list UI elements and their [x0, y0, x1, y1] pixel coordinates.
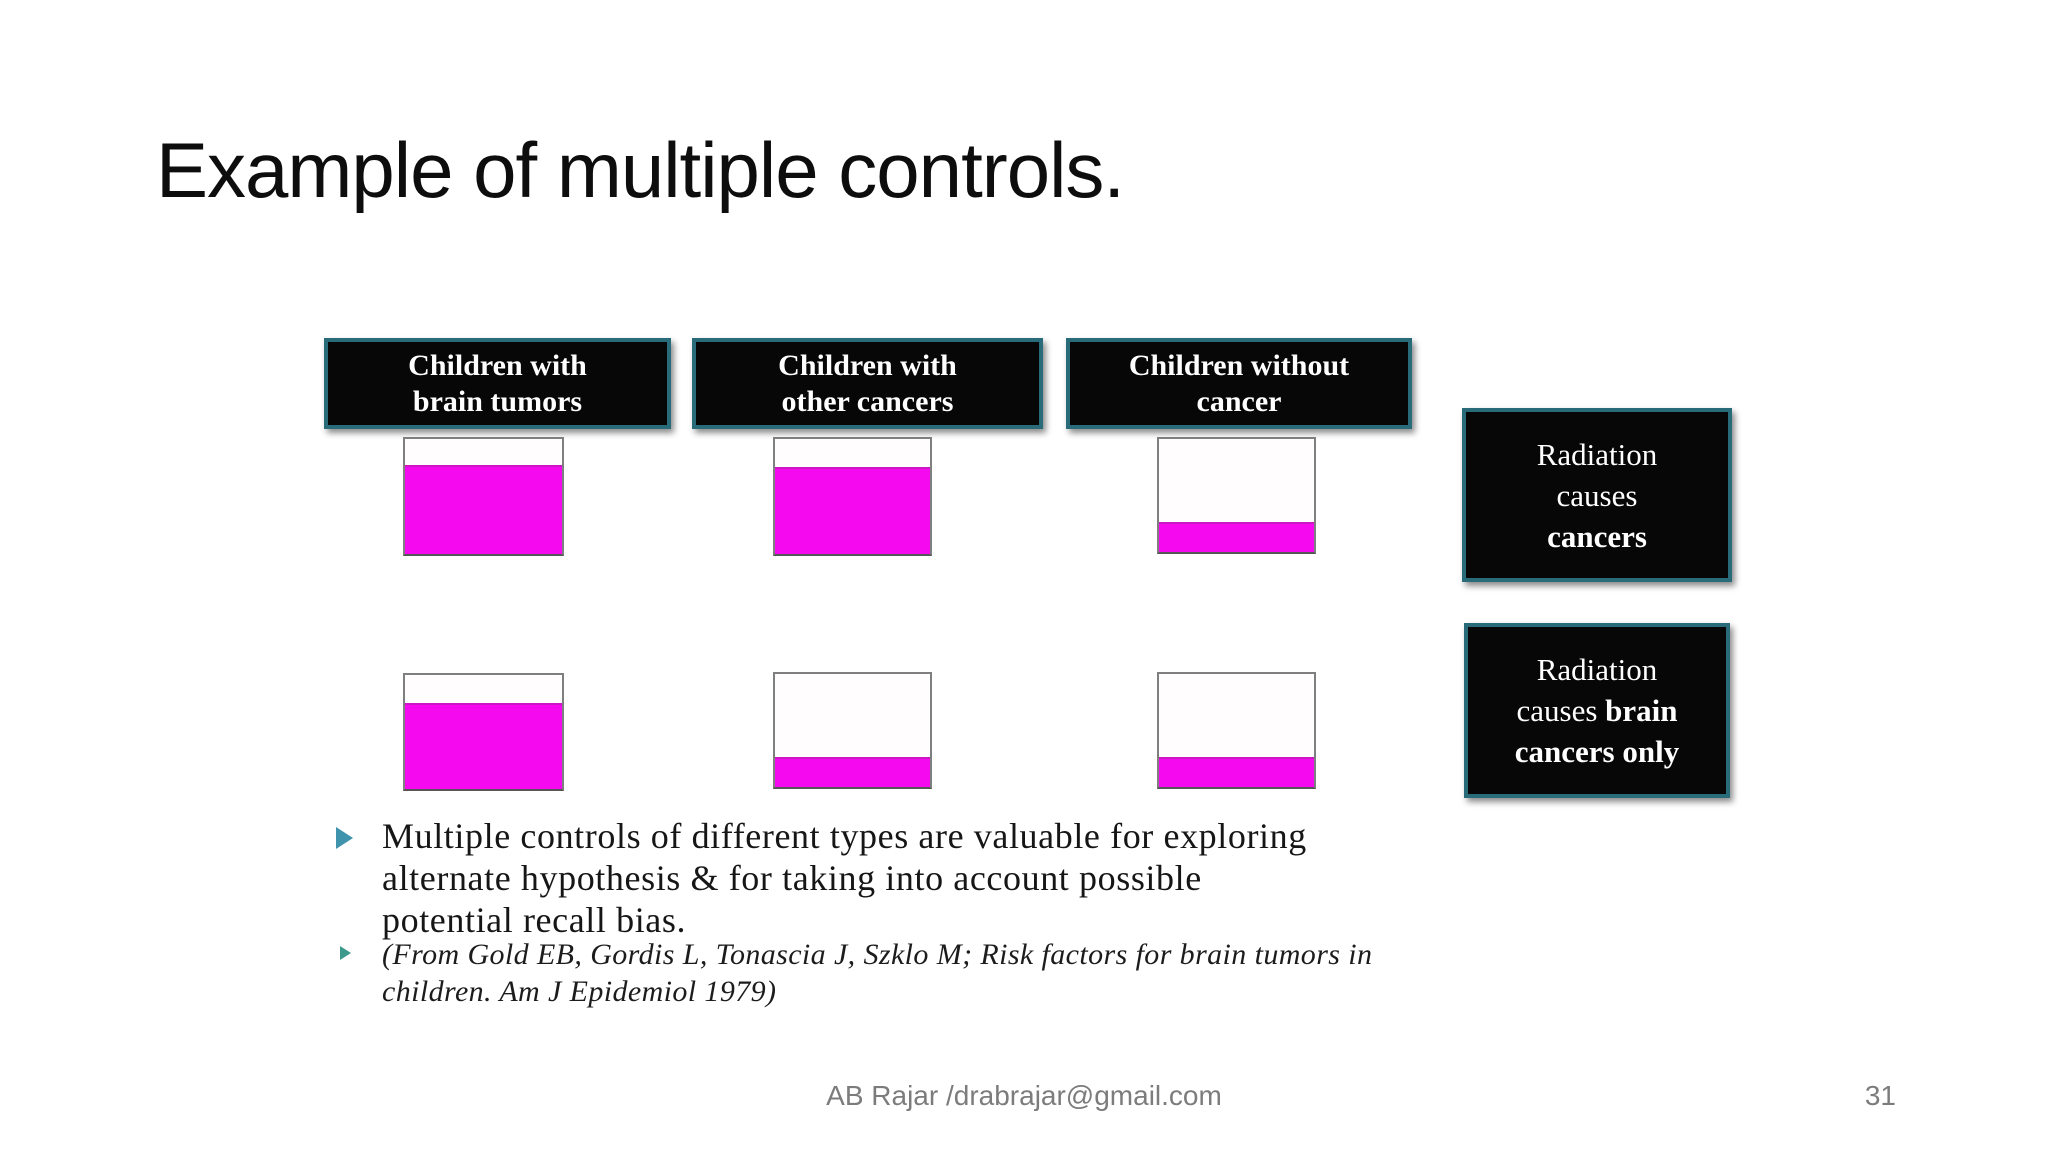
beaker-row2-brain-tumors	[403, 673, 564, 791]
bullet-text-multiple-controls: Multiple controls of different types are…	[382, 816, 1307, 940]
beaker-fill	[1159, 756, 1314, 787]
beaker-fill	[1159, 521, 1314, 552]
footer-credit: AB Rajar /drabrajar@gmail.com	[826, 1080, 1222, 1111]
beaker-fill	[775, 756, 930, 787]
column-header-other-cancers: Children with other cancers	[692, 338, 1043, 429]
column-header-without-cancer: Children without cancer	[1066, 338, 1412, 429]
bullet-triangle-icon	[336, 827, 353, 849]
conclusion-box-radiation-causes-brain-cancers-only: Radiation causes brain cancers only	[1464, 623, 1730, 798]
beaker-row2-other-cancers	[773, 672, 932, 789]
conclusion-text: Radiation causes cancers	[1536, 436, 1658, 554]
beaker-fill	[405, 464, 562, 554]
slide-title: Example of multiple controls.	[156, 126, 1125, 214]
beaker-row1-brain-tumors	[403, 437, 564, 556]
beaker-row1-other-cancers	[773, 437, 932, 556]
conclusion-box-radiation-causes-cancers: Radiation causes cancers	[1462, 408, 1732, 582]
citation-text: (From Gold EB, Gordis L, Tonascia J, Szk…	[382, 938, 1373, 1008]
beaker-row1-without-cancer	[1157, 437, 1316, 554]
beaker-fill	[405, 702, 562, 789]
page-number: 31	[1864, 1080, 1896, 1111]
beaker-fill	[775, 466, 930, 554]
citation-triangle-icon	[340, 946, 351, 960]
conclusion-text: Radiation causes brain cancers only	[1514, 652, 1680, 769]
beaker-row2-without-cancer	[1157, 672, 1316, 789]
column-header-brain-tumors: Children with brain tumors	[324, 338, 671, 429]
